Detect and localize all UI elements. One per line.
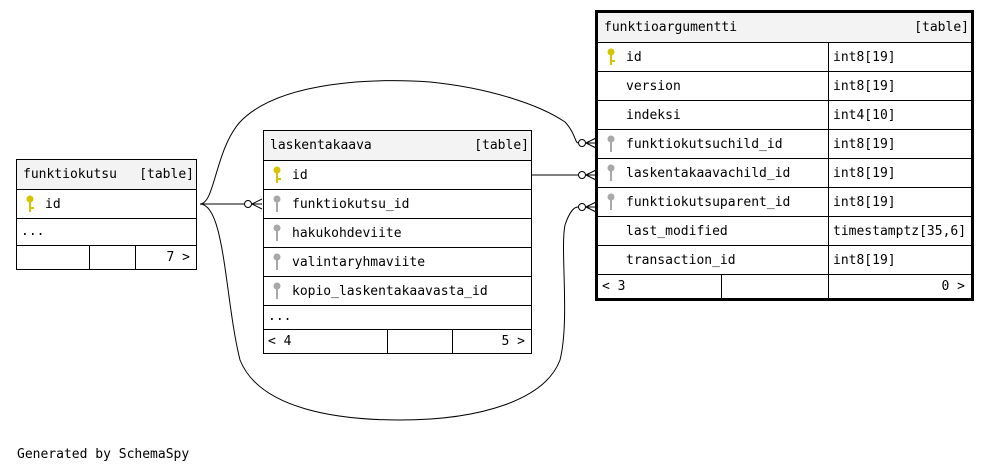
edge-crowfoot xyxy=(585,169,597,181)
column-type: int8[19] xyxy=(833,137,896,152)
edge-funktiokutsu-child xyxy=(199,80,579,205)
parent-count[interactable]: < 3 xyxy=(602,279,626,294)
column-name: funktiokutsu_id xyxy=(292,197,410,212)
edge-crowfoot xyxy=(251,198,263,210)
foreign-key-icon xyxy=(607,135,615,152)
column-name: valintaryhmaviite xyxy=(292,255,426,270)
child-count[interactable]: 7 > xyxy=(166,250,190,265)
column-name: id xyxy=(45,197,61,212)
column-type: int8[19] xyxy=(833,195,896,210)
edge-crowfoot xyxy=(585,137,597,149)
more-columns: ... xyxy=(21,224,45,239)
table-name: laskentakaava xyxy=(270,138,372,153)
column-type: timestamptz[35,6] xyxy=(833,224,967,239)
more-columns-row: ... xyxy=(17,218,196,245)
table-header: funktiokutsu [table] xyxy=(17,160,196,189)
column-row[interactable]: laskentakaavachild_id int8[19] xyxy=(598,158,971,187)
edge-funktiokutsu-parent xyxy=(199,203,579,421)
column-name: laskentakaavachild_id xyxy=(626,166,791,181)
column-row[interactable]: funktiokutsuparent_id int8[19] xyxy=(598,187,971,216)
edge-end-circle xyxy=(578,139,586,147)
child-count[interactable]: 5 > xyxy=(501,334,525,349)
column-row[interactable]: transaction_id int8[19] xyxy=(598,245,971,274)
column-row[interactable]: id int8[19] xyxy=(598,42,971,71)
table-kind: [table] xyxy=(139,167,194,182)
generated-by-text: Generated by SchemaSpy xyxy=(17,447,190,462)
foreign-key-icon xyxy=(273,253,281,270)
column-name: funktiokutsuparent_id xyxy=(626,195,791,210)
table-funktioargumentti[interactable]: funktioargumentti [table] id int8[19] ve… xyxy=(595,10,974,301)
column-name: transaction_id xyxy=(626,253,736,268)
column-name: hakukohdeviite xyxy=(292,226,402,241)
column-type: int4[10] xyxy=(833,108,896,123)
column-type: int8[19] xyxy=(833,79,896,94)
column-name: id xyxy=(292,168,308,183)
table-footer: < 3 0 > xyxy=(598,274,971,298)
more-columns-row: ... xyxy=(264,305,531,329)
column-type: int8[19] xyxy=(833,166,896,181)
table-footer: 7 > xyxy=(17,245,196,269)
table-header: funktioargumentti [table] xyxy=(598,13,971,42)
column-row[interactable]: kopio_laskentakaavasta_id xyxy=(264,276,531,305)
table-kind: [table] xyxy=(474,138,529,153)
column-row[interactable]: id xyxy=(264,160,531,189)
foreign-key-icon xyxy=(273,224,281,241)
foreign-key-icon xyxy=(607,193,615,210)
column-row[interactable]: id xyxy=(17,189,196,218)
column-row[interactable]: funktiokutsu_id xyxy=(264,189,531,218)
column-row[interactable]: version int8[19] xyxy=(598,71,971,100)
child-count: 0 > xyxy=(941,279,965,294)
column-row[interactable]: valintaryhmaviite xyxy=(264,247,531,276)
column-name: kopio_laskentakaavasta_id xyxy=(292,284,488,299)
primary-key-icon xyxy=(607,48,615,65)
foreign-key-icon xyxy=(607,164,615,181)
edge-end-circle xyxy=(578,203,586,211)
column-row[interactable]: funktiokutsuchild_id int8[19] xyxy=(598,129,971,158)
foreign-key-icon xyxy=(273,195,281,212)
column-type: int8[19] xyxy=(833,253,896,268)
table-name: funktiokutsu xyxy=(23,167,117,182)
table-kind: [table] xyxy=(914,20,969,35)
column-name: last_modified xyxy=(626,224,728,239)
edge-end-circle xyxy=(244,200,252,208)
parent-count[interactable]: < 4 xyxy=(268,334,292,349)
primary-key-icon xyxy=(273,166,281,183)
column-row[interactable]: indeksi int4[10] xyxy=(598,100,971,129)
column-name: indeksi xyxy=(626,108,681,123)
edge-end-circle xyxy=(578,171,586,179)
column-name: version xyxy=(626,79,681,94)
edge-crowfoot xyxy=(585,201,597,213)
column-type: int8[19] xyxy=(833,50,896,65)
column-row[interactable]: last_modified timestamptz[35,6] xyxy=(598,216,971,245)
table-laskentakaava[interactable]: laskentakaava [table] id funktiokutsu_id… xyxy=(263,130,532,354)
column-name: id xyxy=(626,50,642,65)
table-header: laskentakaava [table] xyxy=(264,131,531,160)
table-name: funktioargumentti xyxy=(604,20,738,35)
column-row[interactable]: hakukohdeviite xyxy=(264,218,531,247)
more-columns: ... xyxy=(268,309,292,324)
table-funktiokutsu[interactable]: funktiokutsu [table] id ... 7 > xyxy=(16,159,197,270)
table-footer: < 4 5 > xyxy=(264,329,531,353)
column-name: funktiokutsuchild_id xyxy=(626,137,783,152)
foreign-key-icon xyxy=(273,282,281,299)
primary-key-icon xyxy=(26,195,34,212)
